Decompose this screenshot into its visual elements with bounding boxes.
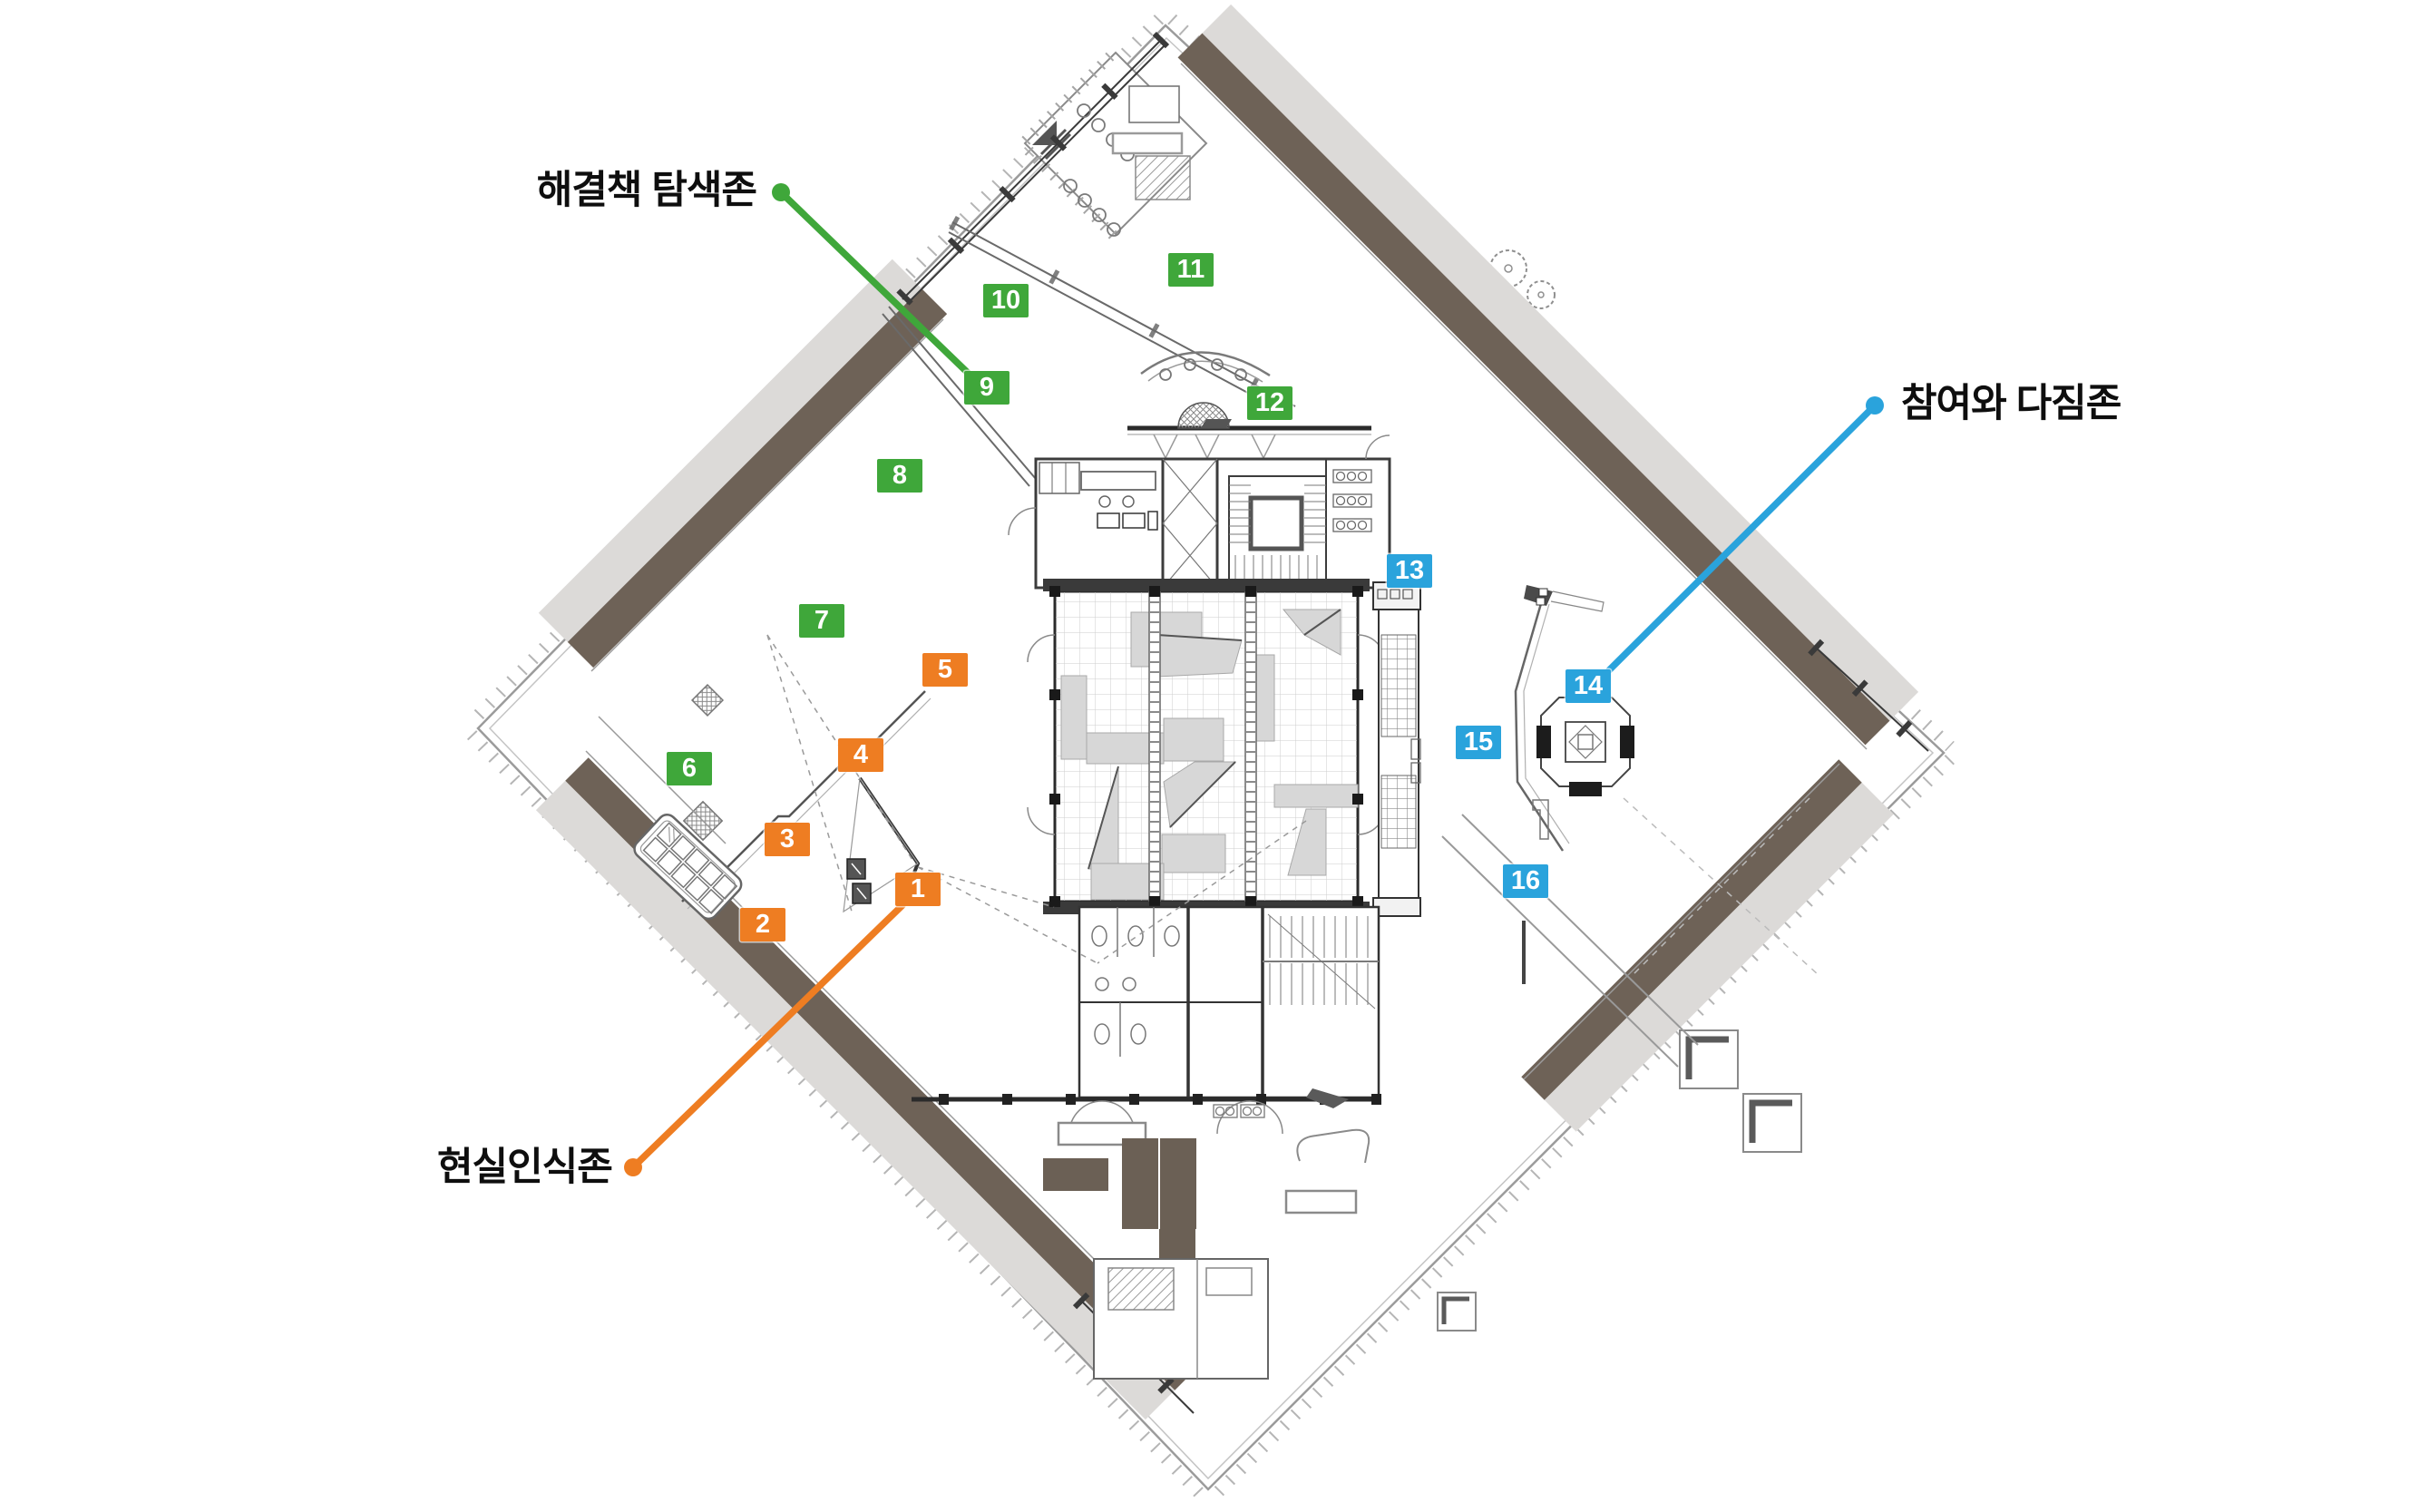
south-zone [912, 905, 1381, 1380]
central-gallery [1027, 579, 1386, 914]
office-stair-block [1008, 434, 1391, 590]
zone-marker-3: 3 [765, 822, 810, 856]
zone-marker-12: 12 [1247, 385, 1292, 420]
zone-label-reality-recognition: 현실인식존 [437, 1146, 613, 1189]
zone-marker-5: 5 [922, 652, 968, 687]
zone-marker-13: 13 [1387, 553, 1432, 588]
zone-dot-participation-commitment [1866, 396, 1884, 415]
zone-leader-line-participation-commitment [1605, 403, 1878, 674]
zone-marker-9: 9 [964, 370, 1010, 405]
zone-marker-4: 4 [838, 737, 883, 772]
north-wing [882, 85, 1371, 487]
zone-marker-2: 2 [740, 907, 785, 941]
zone-dot-solution-exploration [772, 183, 790, 201]
zone-leader-line-solution-exploration [778, 190, 972, 377]
zone-marker-11: 11 [1168, 252, 1214, 287]
zone-marker-10: 10 [983, 283, 1029, 317]
zone-marker-14: 14 [1566, 668, 1611, 703]
west-zone [598, 634, 1307, 964]
zone-marker-15: 15 [1456, 725, 1501, 759]
zone-label-participation-commitment: 참여와 다짐존 [1901, 382, 2122, 425]
east-zone [1372, 581, 1819, 1068]
perimeter-walls [535, 4, 1935, 1420]
zone-marker-16: 16 [1503, 863, 1548, 898]
zone-marker-8: 8 [877, 458, 922, 493]
zone-marker-7: 7 [799, 603, 844, 638]
zone-leader-line-reality-recognition [630, 902, 906, 1170]
zone-dot-reality-recognition [624, 1158, 642, 1176]
zone-marker-1: 1 [895, 872, 941, 906]
zone-marker-6: 6 [667, 751, 712, 785]
zone-label-solution-exploration: 해결책 탐색존 [536, 169, 757, 212]
